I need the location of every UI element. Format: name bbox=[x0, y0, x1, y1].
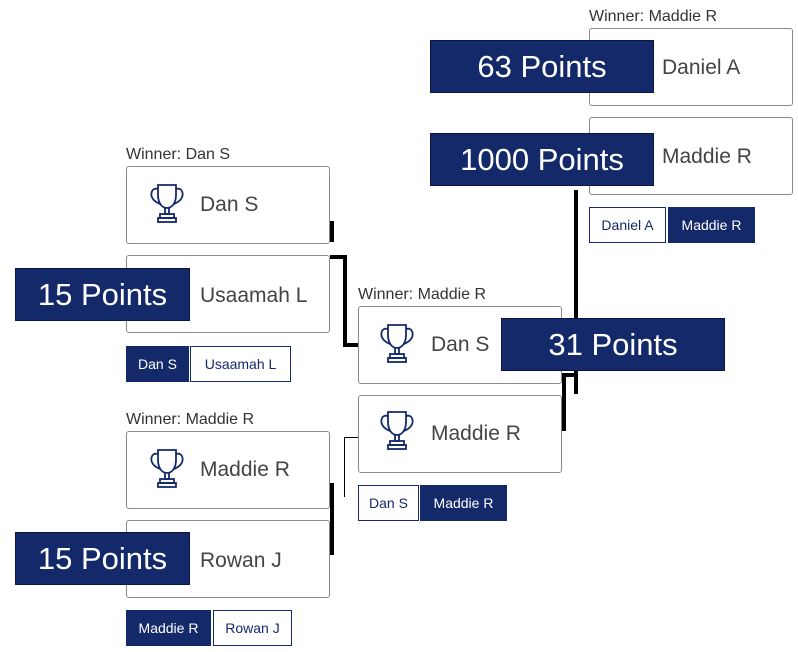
player-name: Rowan J bbox=[200, 549, 282, 572]
match2-points-badge: 15 Points bbox=[15, 532, 190, 585]
final-choice1-button[interactable]: Daniel A bbox=[589, 207, 666, 243]
semi-choice2-button[interactable]: Maddie R bbox=[420, 485, 507, 521]
player-name: Daniel A bbox=[662, 56, 741, 79]
player-name: Maddie R bbox=[431, 422, 521, 445]
player-name: Maddie R bbox=[662, 145, 752, 168]
trophy-icon bbox=[380, 411, 414, 450]
trophy-icon bbox=[150, 184, 184, 223]
connector-line bbox=[562, 373, 576, 377]
connector-line bbox=[562, 373, 566, 431]
match1-choice2-button[interactable]: Usaamah L bbox=[190, 346, 291, 382]
final-points-badge-bottom: 1000 Points bbox=[430, 133, 654, 186]
connector-line bbox=[330, 221, 334, 242]
connector-line bbox=[343, 343, 359, 347]
trophy-icon bbox=[380, 324, 414, 363]
match1-player1-card[interactable]: Dan S bbox=[126, 166, 330, 244]
player-name: Dan S bbox=[431, 333, 490, 356]
match2-choice2-button[interactable]: Rowan J bbox=[213, 610, 292, 646]
match1-choice1-button[interactable]: Dan S bbox=[126, 346, 189, 382]
connector-line bbox=[330, 483, 334, 555]
match2-winner-label: Winner: Maddie R bbox=[126, 411, 255, 428]
player-name: Maddie R bbox=[200, 458, 290, 481]
match1-points-badge: 15 Points bbox=[15, 268, 190, 321]
player-name: Usaamah L bbox=[200, 284, 308, 307]
trophy-icon bbox=[150, 449, 184, 488]
semi-choice1-button[interactable]: Dan S bbox=[358, 485, 419, 521]
semi-points-badge: 31 Points bbox=[501, 318, 725, 371]
match1-winner-label: Winner: Dan S bbox=[126, 146, 231, 163]
connector-line bbox=[344, 437, 360, 438]
semi-winner-label: Winner: Maddie R bbox=[358, 286, 487, 303]
semi-player2-card[interactable]: Maddie R bbox=[358, 395, 562, 473]
player-name: Dan S bbox=[200, 193, 259, 216]
connector-line bbox=[343, 255, 347, 347]
match2-choice1-button[interactable]: Maddie R bbox=[126, 610, 211, 646]
final-winner-label: Winner: Maddie R bbox=[589, 8, 718, 25]
match2-player1-card[interactable]: Maddie R bbox=[126, 431, 330, 509]
connector-line bbox=[574, 190, 578, 394]
final-choice2-button[interactable]: Maddie R bbox=[668, 207, 755, 243]
final-points-badge-top: 63 Points bbox=[430, 40, 654, 93]
connector-line bbox=[330, 255, 346, 259]
connector-line bbox=[344, 437, 345, 497]
